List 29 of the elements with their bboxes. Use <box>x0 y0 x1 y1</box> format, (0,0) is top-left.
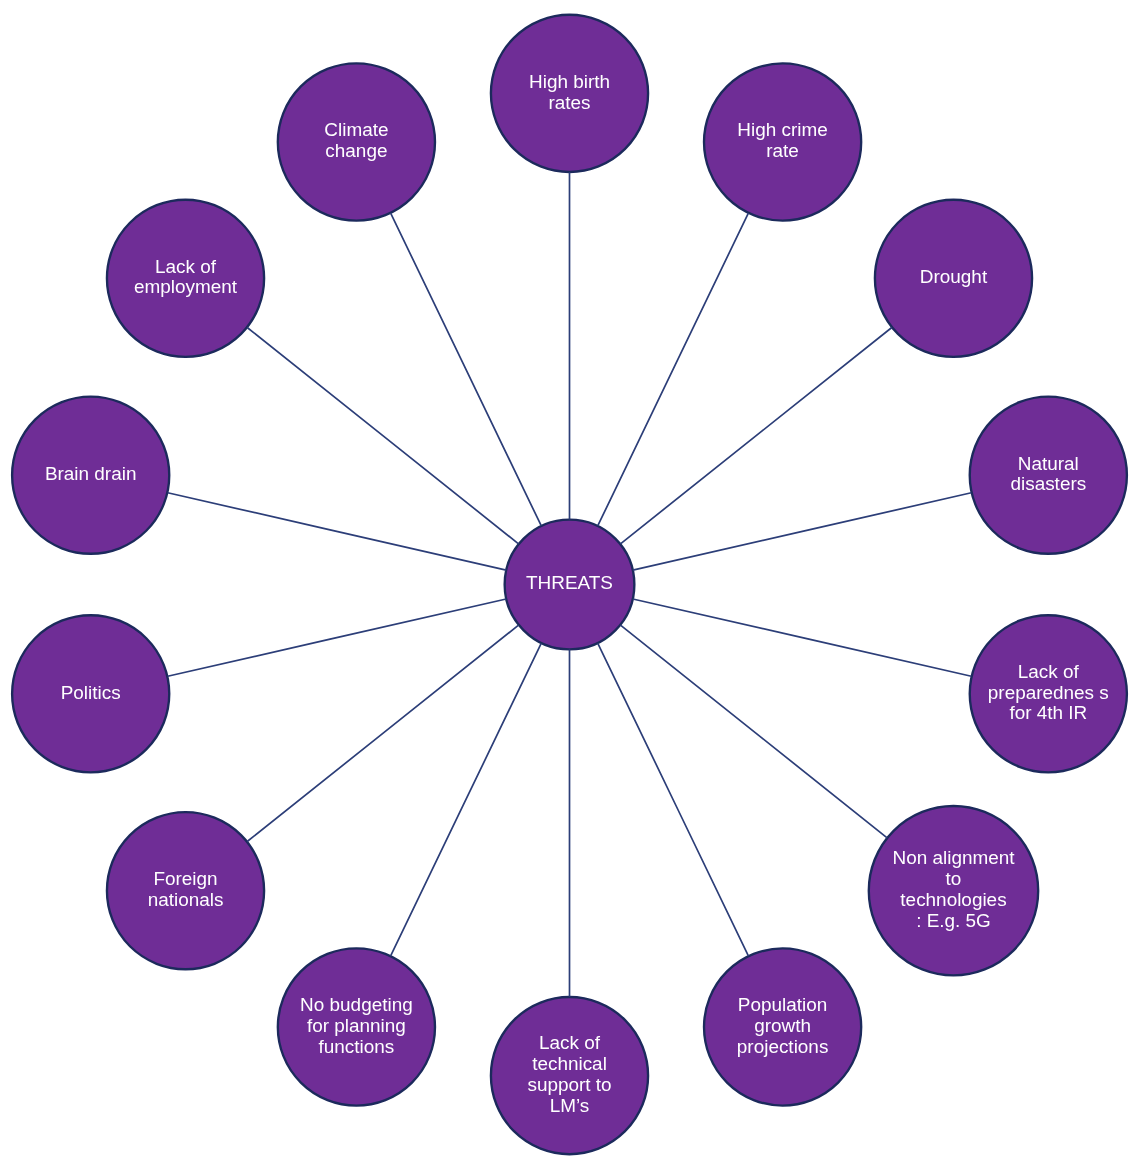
node-circle: Climate change <box>276 61 437 222</box>
node-circle: High birth rates <box>489 13 650 173</box>
node-circle: Natural disasters <box>968 394 1129 555</box>
connector <box>246 623 520 842</box>
node-circle: THREATS <box>503 517 636 651</box>
node-circle: Brain drain <box>10 394 171 555</box>
connector <box>166 597 508 677</box>
connector <box>619 623 888 839</box>
connector <box>632 597 973 677</box>
node-circle: Population growth projections <box>702 946 863 1107</box>
connector <box>619 326 893 545</box>
node-circle: Foreign nationals <box>105 810 266 970</box>
node-circle: Lack of preparednes s for 4th IR <box>968 613 1129 774</box>
connector <box>389 211 543 527</box>
connector <box>596 641 750 957</box>
node-circle: Lack of employment <box>105 198 266 358</box>
connector <box>246 326 520 545</box>
connector <box>568 171 571 520</box>
connector <box>166 491 508 571</box>
node-circle: Politics <box>10 613 171 774</box>
node-circle: No budgeting for planning functions <box>276 946 437 1107</box>
connector <box>596 211 750 527</box>
connector <box>632 491 973 571</box>
connector <box>389 641 543 957</box>
node-circle: High crime rate <box>702 61 863 222</box>
connector <box>568 648 571 997</box>
node-circle: Non alignment to technologies : E.g. 5G <box>867 804 1040 977</box>
node-circle: Lack of technical support to LM’s <box>489 995 650 1155</box>
node-circle: Drought <box>873 198 1034 358</box>
